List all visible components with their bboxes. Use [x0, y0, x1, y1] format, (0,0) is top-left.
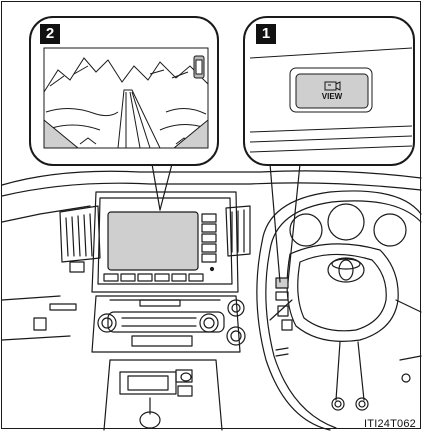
- camera-icon: [322, 80, 342, 92]
- view-button-label: VIEW: [300, 92, 364, 102]
- figure-code: ITI24T062: [364, 418, 416, 430]
- view-button[interactable]: VIEW: [300, 78, 364, 104]
